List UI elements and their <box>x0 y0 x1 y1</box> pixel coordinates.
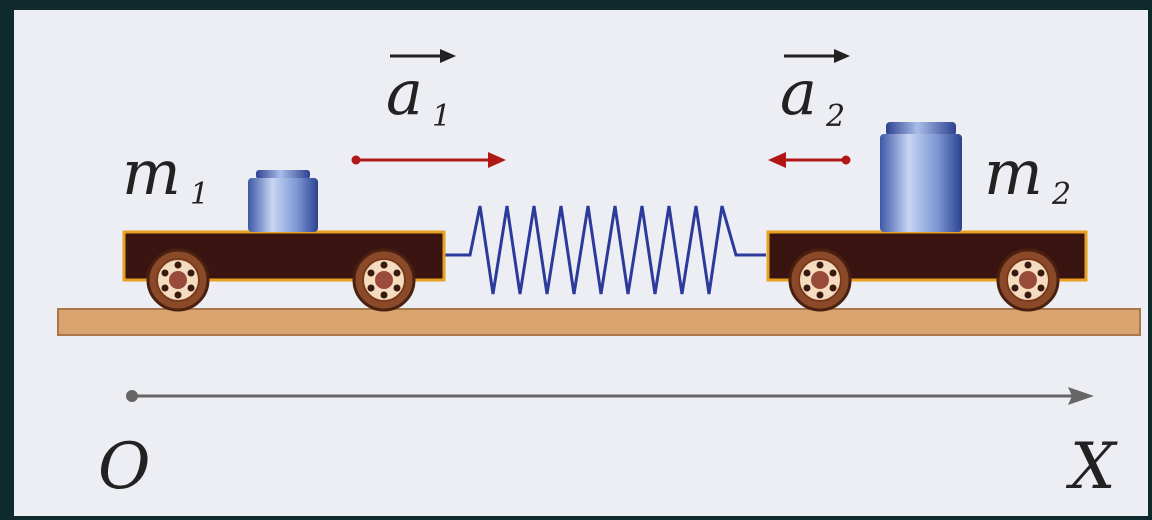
track <box>57 308 1141 336</box>
axis-arrowhead-icon <box>1068 387 1094 405</box>
accel-right-subscript: 2 <box>825 99 845 134</box>
accel-arrow-right <box>768 152 851 168</box>
wheel-icon <box>352 248 416 312</box>
wheel-icon <box>996 248 1060 312</box>
diagram-canvas: a 1 a 2 m 1 m 2 O X <box>57 49 1141 504</box>
weight-left <box>248 170 318 232</box>
wheel-icon <box>788 248 852 312</box>
spring <box>444 205 766 295</box>
vector-arrow-icon <box>390 49 456 63</box>
weight-right <box>880 122 962 232</box>
mass-left-label: m <box>122 136 181 209</box>
wheel-icon <box>146 248 210 312</box>
diagram-frame: a 1 a 2 m 1 m 2 O X <box>14 10 1148 516</box>
cart-left <box>122 170 446 312</box>
origin-label: O <box>98 430 150 504</box>
vector-arrow-icon <box>784 49 850 63</box>
cart-right <box>766 122 1088 312</box>
mass-right-label: m <box>984 136 1043 209</box>
accel-left-subscript: 1 <box>432 99 451 134</box>
mass-right-subscript: 2 <box>1051 177 1071 212</box>
accel-right-label: a <box>780 56 817 129</box>
axis-label: X <box>1065 430 1118 504</box>
x-axis <box>126 387 1094 405</box>
accel-left-label: a <box>386 56 423 129</box>
mass-left-subscript: 1 <box>190 177 209 212</box>
origin-point <box>126 390 138 402</box>
accel-arrow-left <box>351 152 506 168</box>
